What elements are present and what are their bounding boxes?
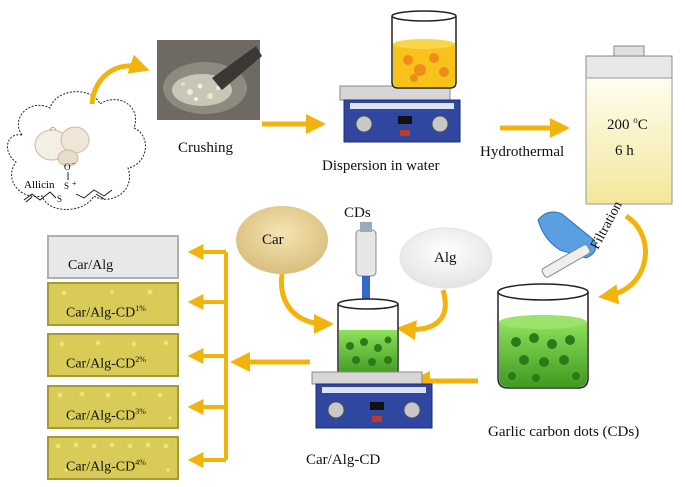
car-label: Car — [262, 232, 284, 248]
film-label-2: Car/Alg-CD2% — [66, 355, 146, 372]
dispersion-label: Dispersion in water — [322, 158, 440, 174]
time-label: 6 h — [615, 143, 634, 159]
arrow-reactor-to-filter — [598, 213, 648, 305]
mix-label: Car/Alg-CD — [306, 452, 381, 468]
oxygen-charge: − — [71, 159, 76, 168]
sulfur-atom: S — [57, 194, 62, 204]
crushing-label: Crushing — [178, 140, 234, 156]
film-cd-2 — [47, 333, 179, 377]
arrow-alg-to-beaker — [396, 289, 448, 341]
alginate-powder-image — [399, 227, 493, 289]
garlic-cloud — [7, 91, 146, 210]
allicin-structure — [23, 172, 113, 203]
sulfur-oxide-atom: S — [64, 181, 69, 191]
pipette-image — [355, 222, 377, 326]
arrow-car-to-beaker — [279, 273, 334, 334]
hydrothermal-label: Hydrothermal — [480, 144, 565, 160]
hydrothermal-reactor — [585, 45, 673, 205]
garlic-bulb-icon — [34, 126, 90, 167]
film-label-0: Car/Alg — [68, 258, 114, 273]
flow-arrows — [89, 54, 648, 391]
carbon-dots-label: Garlic carbon dots (CDs) — [488, 424, 640, 440]
beaker-garlic-water — [391, 10, 457, 89]
cds-label: CDs — [344, 205, 371, 221]
temperature-label: 200 oC — [607, 115, 648, 133]
film-branch-arrows — [187, 244, 228, 468]
beaker-mix — [337, 298, 399, 377]
sulfur-charge: + — [72, 179, 77, 188]
beaker-carbon-dots — [497, 283, 589, 389]
film-stack — [47, 235, 179, 480]
temperature-value: 200 — [607, 117, 630, 133]
allicin-label: Allicin — [24, 179, 55, 191]
mortar-pestle-image — [157, 40, 262, 120]
film-label-1: Car/Alg-CD1% — [66, 304, 146, 321]
oxygen-atom: O — [64, 162, 71, 172]
arrow-garlic-to-crush — [89, 54, 150, 105]
film-car-alg — [47, 235, 179, 279]
carrageenan-powder-image — [236, 206, 328, 274]
temperature-unit-o: o — [633, 115, 638, 125]
stirrer-bottom — [311, 371, 433, 429]
stirrer-top — [339, 85, 461, 143]
film-cd-3 — [47, 385, 179, 429]
film-label-3: Car/Alg-CD3% — [66, 407, 146, 424]
alg-label: Alg — [434, 250, 457, 266]
film-label-4: Car/Alg-CD4% — [66, 458, 146, 475]
